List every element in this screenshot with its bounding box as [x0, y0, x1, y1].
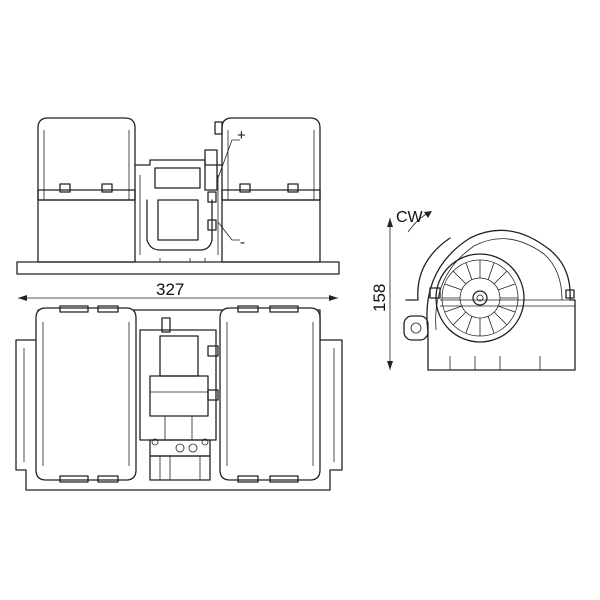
front-right-housing — [214, 117, 321, 263]
plus-terminal-label: + — [237, 127, 246, 144]
minus-leader — [217, 221, 240, 241]
scroll-housing — [426, 229, 576, 371]
side-view: 158 CW — [370, 209, 576, 371]
top-right-housing — [219, 305, 321, 483]
rotation-label: CW — [396, 209, 424, 226]
mount-lug — [403, 315, 429, 341]
top-left-housing — [35, 305, 137, 483]
minus-terminal-label: - — [240, 234, 245, 251]
front-motor — [134, 149, 223, 262]
plus-leader — [217, 139, 240, 179]
front-left-housing — [37, 117, 136, 263]
front-view: + - — [16, 117, 340, 275]
front-base-plate — [16, 261, 340, 275]
top-motor — [139, 317, 219, 481]
top-mounting-plate — [15, 309, 343, 491]
height-dimension: 158 — [370, 218, 393, 370]
width-dimension-label: 327 — [156, 280, 184, 299]
impeller — [435, 253, 525, 343]
width-dimension: 327 — [18, 280, 338, 301]
height-dimension-label: 158 — [370, 284, 389, 312]
top-view — [15, 305, 343, 491]
